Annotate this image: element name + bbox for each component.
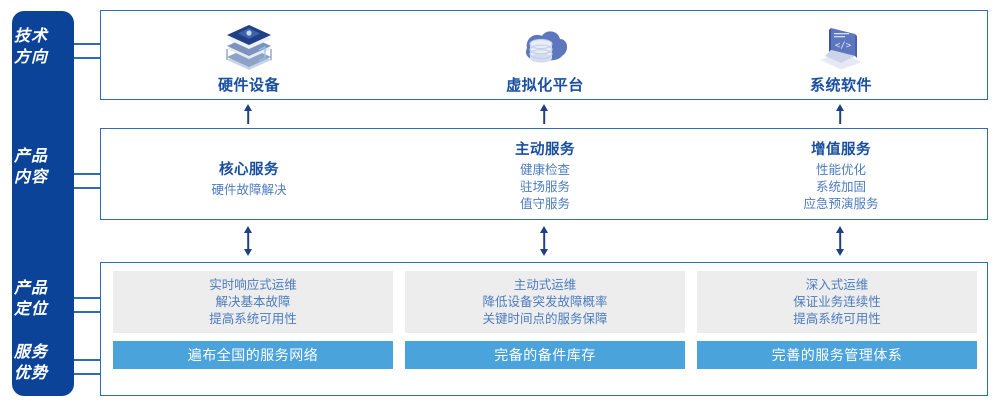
positioning-line: 保证业务连续性	[793, 294, 881, 309]
tech-card-title: 系统软件	[809, 76, 872, 94]
positioning-card-3[interactable]: 深入式运维 保证业务连续性 提高系统可用性 完善的服务管理体系	[697, 271, 977, 369]
positioning-panel: 实时响应式运维 解决基本故障 提高系统可用性	[113, 271, 393, 333]
advantage-banner[interactable]: 完善的服务管理体系	[697, 341, 977, 369]
positioning-panel: 主动式运维 降低设备突发故障概率 关键时间点的服务保障	[405, 271, 685, 333]
positioning-panel: 深入式运维 保证业务连续性 提高系统可用性	[697, 271, 977, 333]
positioning-line: 提高系统可用性	[209, 311, 297, 326]
connector-position-upper	[74, 297, 101, 299]
positioning-line: 实时响应式运维	[209, 277, 297, 292]
positioning-line: 深入式运维	[805, 277, 869, 292]
arrow-updown-positioning-2	[534, 226, 554, 256]
service-card-title: 增值服务	[811, 141, 871, 158]
service-card-item: 系统加固	[815, 179, 866, 194]
tech-card-hardware[interactable]: 硬件设备	[101, 11, 397, 101]
positioning-line: 提高系统可用性	[793, 311, 881, 326]
positioning-line: 关键时间点的服务保障	[482, 311, 608, 326]
tech-card-title: 虚拟化平台	[506, 76, 584, 94]
connector-content-lower	[74, 187, 101, 189]
service-card-item: 性能优化	[815, 162, 866, 177]
server-stack-icon	[221, 18, 277, 70]
positioning-line: 降低设备突发故障概率	[482, 294, 608, 309]
sidebar-label-line1: 产品	[13, 148, 48, 165]
sidebar-label-line1: 产品	[13, 280, 48, 297]
positioning-card-2[interactable]: 主动式运维 降低设备突发故障概率 关键时间点的服务保障 完备的备件库存	[405, 271, 685, 369]
connector-position-lower	[74, 311, 101, 313]
service-card-title: 主动服务	[515, 141, 575, 158]
service-card-item: 健康检查	[519, 162, 570, 177]
arrow-up-hardware	[238, 104, 258, 124]
service-card-value-added[interactable]: 增值服务 性能优化 系统加固 应急预演服务	[693, 129, 989, 221]
advantage-banner[interactable]: 完备的备件库存	[405, 341, 685, 369]
service-card-item: 硬件故障解决	[211, 182, 287, 197]
sidebar-item-product-position[interactable]: 产品 定位	[0, 278, 62, 320]
sidebar-label-line2: 内容	[13, 169, 48, 186]
tech-card-title: 硬件设备	[217, 76, 280, 94]
sidebar-item-tech-direction[interactable]: 技术 方向	[0, 26, 62, 68]
connector-content-upper	[74, 173, 101, 175]
tech-card-virtualization[interactable]: 虚拟化平台	[397, 11, 693, 101]
service-card-item: 应急预演服务	[803, 196, 879, 211]
sidebar-label-line2: 方向	[13, 49, 48, 66]
arrow-up-virtualization	[534, 104, 554, 124]
tech-direction-row: 硬件设备	[100, 10, 988, 100]
sidebar-label-line2: 定位	[13, 301, 48, 318]
sidebar-label-line1: 服务	[13, 344, 48, 361]
cloud-database-icon	[517, 18, 573, 70]
advantage-banner[interactable]: 遍布全国的服务网络	[113, 341, 393, 369]
sidebar-label-line2: 优势	[13, 365, 48, 382]
connector-tech-lower	[74, 57, 101, 59]
connector-advantage-upper	[74, 359, 101, 361]
service-card-item: 值守服务	[519, 196, 570, 211]
arrow-updown-positioning-1	[238, 226, 258, 256]
service-card-item: 驻场服务	[519, 179, 570, 194]
sidebar-label-line1: 技术	[13, 28, 48, 45]
positioning-line: 主动式运维	[513, 277, 577, 292]
sidebar-panel	[12, 11, 74, 396]
svg-text:</>: </>	[835, 41, 852, 51]
service-card-proactive[interactable]: 主动服务 健康检查 驻场服务 值守服务	[397, 129, 693, 221]
positioning-advantage-row: 实时响应式运维 解决基本故障 提高系统可用性 遍布全国的服务网络 主动式运维 降…	[100, 262, 988, 396]
product-content-row: 核心服务 硬件故障解决 主动服务 健康检查 驻场服务 值守服务 增值服务 性能优…	[100, 128, 988, 220]
arrow-updown-positioning-3	[830, 226, 850, 256]
connector-advantage-lower	[74, 373, 101, 375]
service-card-core[interactable]: 核心服务 硬件故障解决	[101, 129, 397, 221]
positioning-card-1[interactable]: 实时响应式运维 解决基本故障 提高系统可用性 遍布全国的服务网络	[113, 271, 393, 369]
sidebar-item-product-content[interactable]: 产品 内容	[0, 146, 62, 188]
arrow-up-system-software	[830, 104, 850, 124]
service-card-title: 核心服务	[219, 161, 279, 178]
connector-tech-upper	[74, 43, 101, 45]
tech-card-system-software[interactable]: </> 系统软件	[693, 11, 989, 101]
laptop-code-icon: </>	[811, 18, 871, 70]
positioning-line: 解决基本故障	[215, 294, 291, 309]
sidebar-item-service-advantage[interactable]: 服务 优势	[0, 342, 62, 384]
